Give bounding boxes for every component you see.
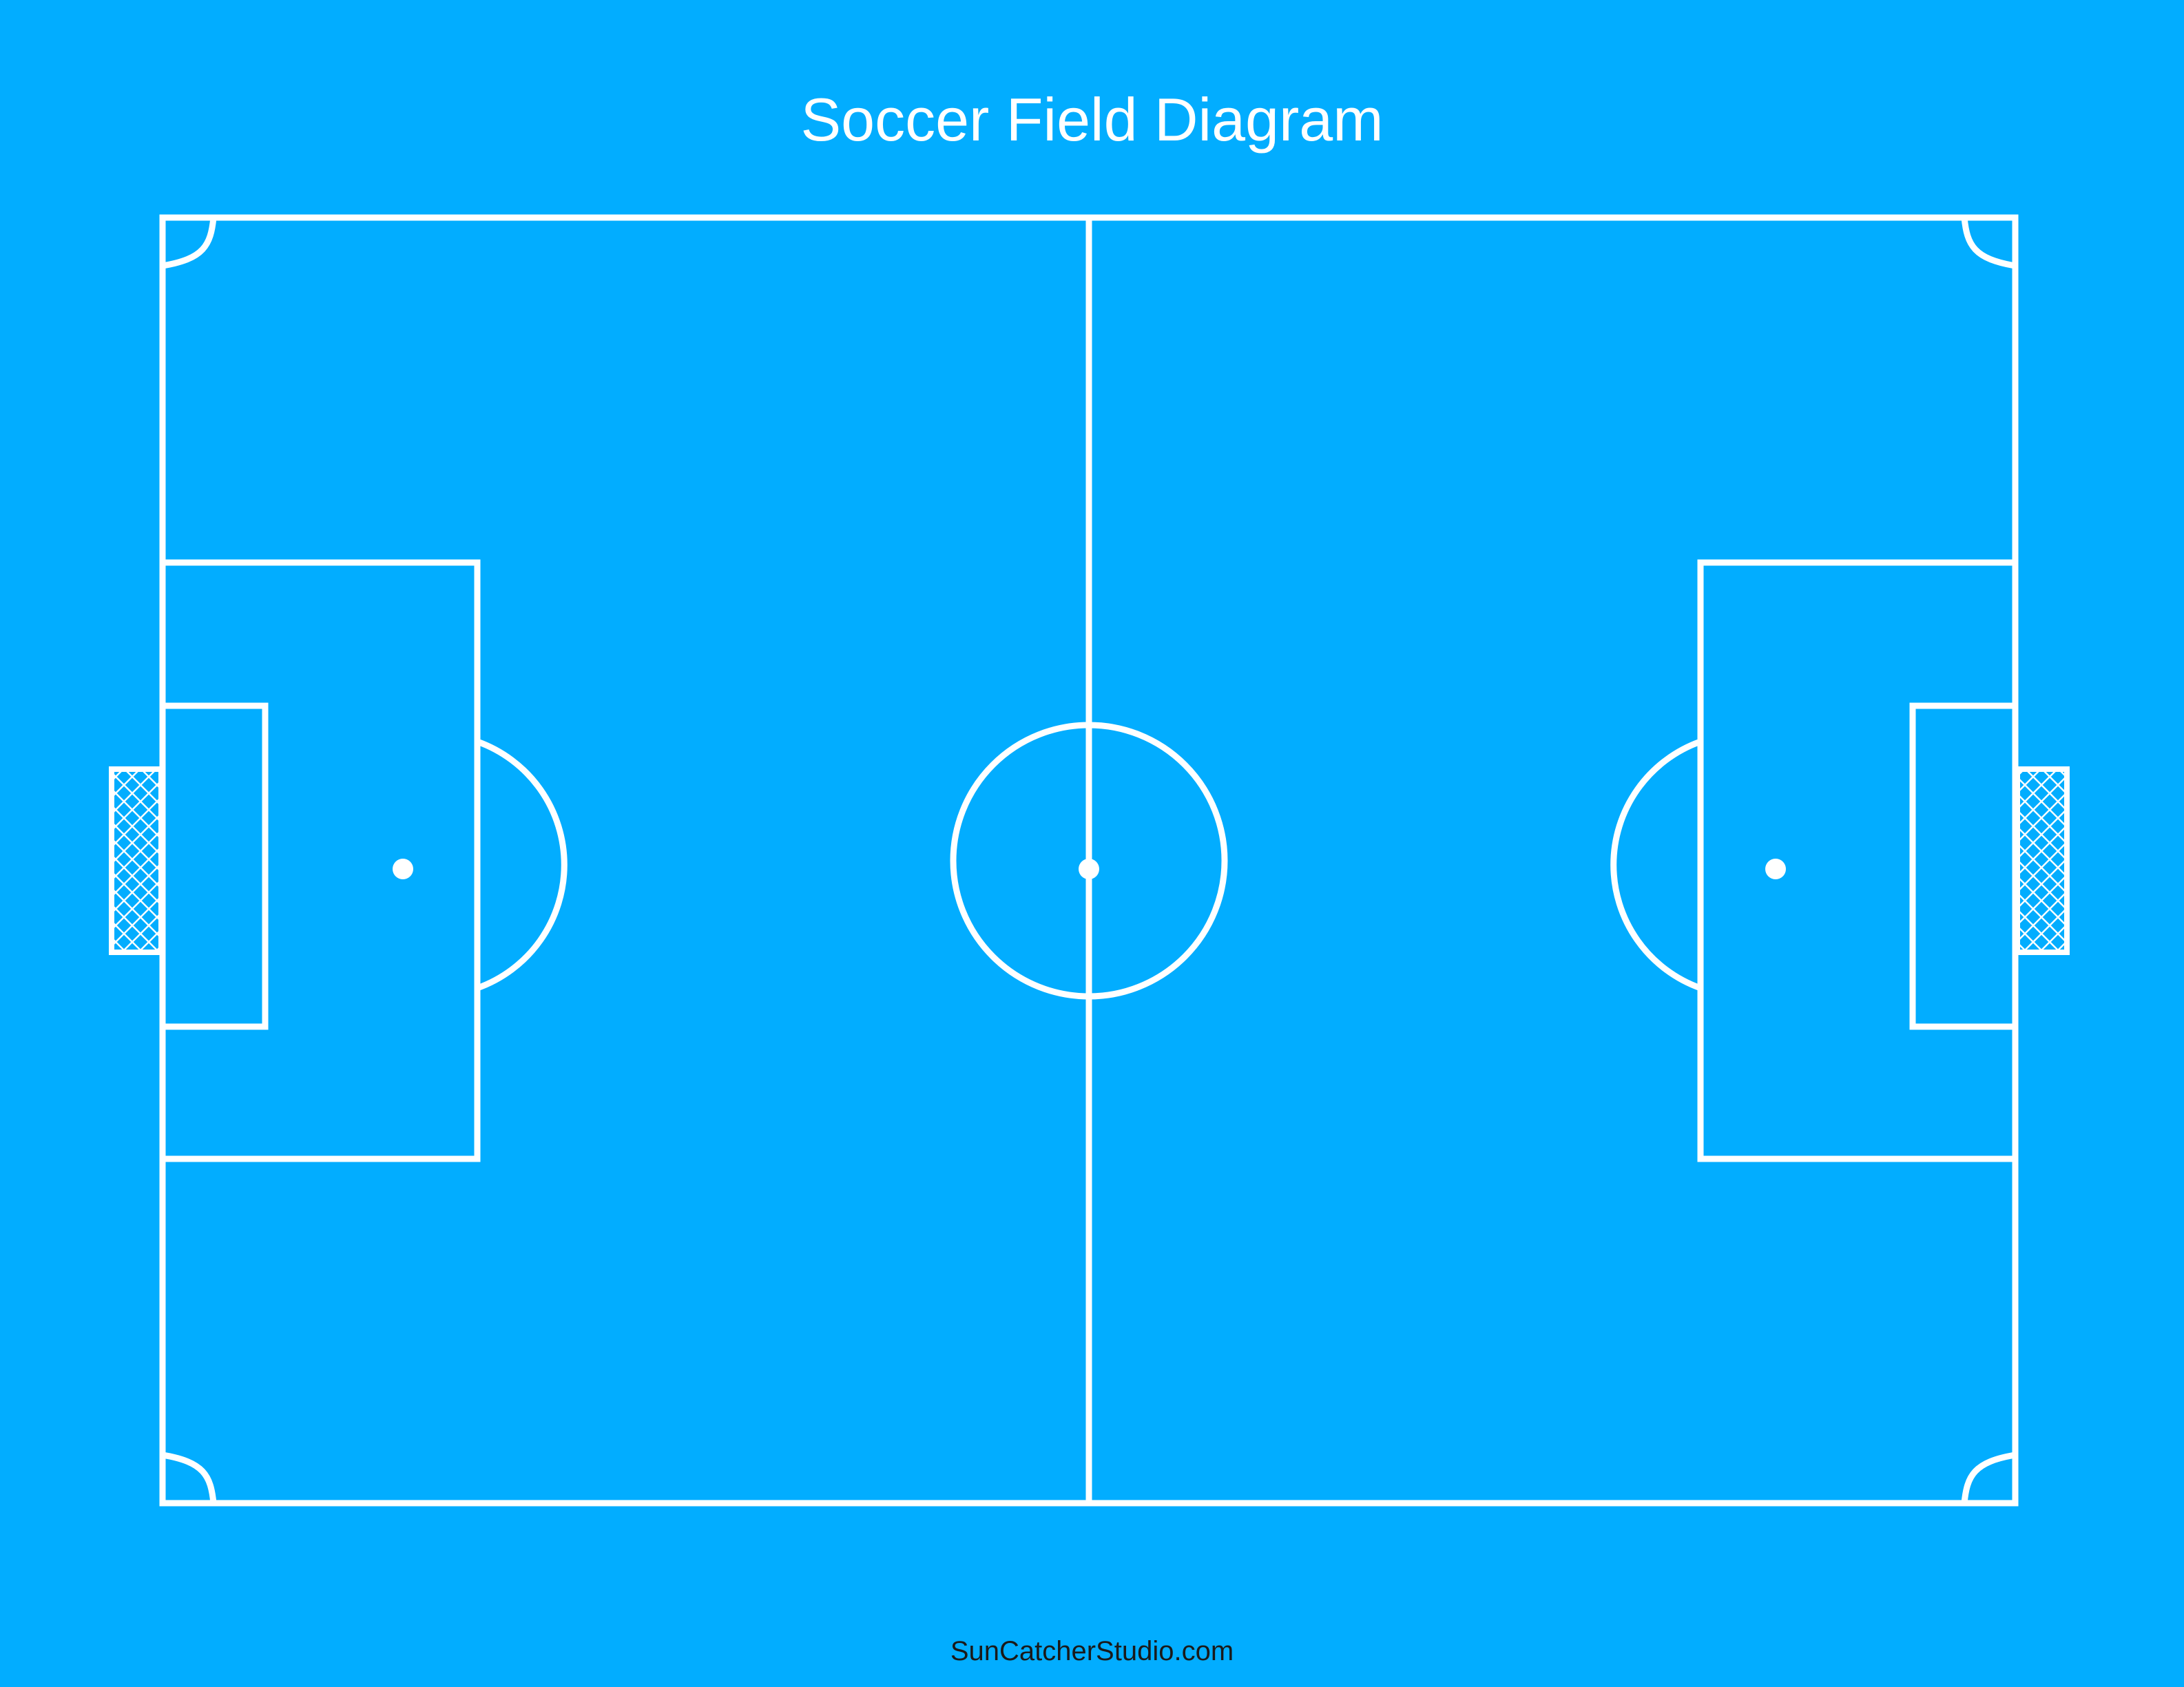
page-title: Soccer Field Diagram <box>800 85 1384 154</box>
corner-arc-bottom-right <box>1961 1452 2016 1504</box>
right-goal <box>2015 766 2070 955</box>
corner-arc-bottom-left <box>162 1452 217 1504</box>
corner-arc-top-left <box>162 217 217 269</box>
left-penalty-spot <box>393 859 413 879</box>
left-goal-area <box>159 702 269 1030</box>
left-penalty-area <box>159 559 481 1162</box>
right-penalty-arc <box>1610 738 1702 992</box>
right-goal-area <box>1909 702 2019 1030</box>
left-goal <box>109 766 164 955</box>
footer-credit: SunCatcherStudio.com <box>950 1636 1234 1666</box>
left-penalty-arc <box>476 738 568 992</box>
corner-arc-top-right <box>1961 217 2016 269</box>
center-circle <box>950 722 1228 1000</box>
center-spot <box>1079 859 1099 879</box>
right-penalty-spot <box>1765 859 1786 879</box>
right-penalty-area <box>1697 559 2019 1162</box>
